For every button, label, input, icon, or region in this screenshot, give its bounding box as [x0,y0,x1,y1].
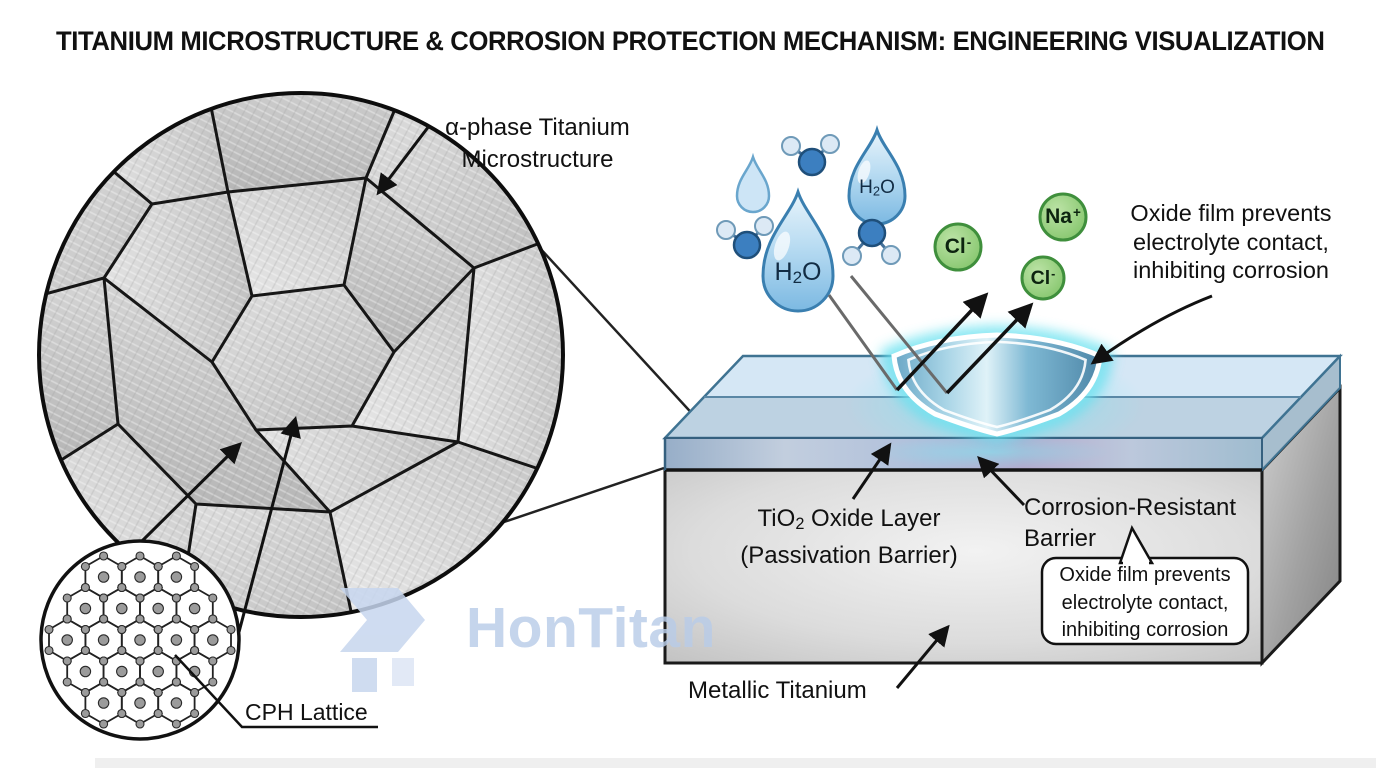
watermark-text: HonTitan [466,596,716,660]
lattice-to-grain-arrow-1 [139,442,242,544]
alpha-phase-arrow [376,125,431,196]
microstructure-circle [37,91,565,633]
barrier-arrow [977,455,1026,507]
chloride-ion-label-1: Cl- [944,235,972,259]
protection-shield [881,326,1113,444]
h2o-label-large: H2O [774,258,822,288]
water-droplet-small [735,152,771,214]
water-molecule-1 [781,134,840,177]
water-droplet-large [761,187,835,313]
cph-lattice-label: CPH Lattice [245,699,368,725]
sodium-ion-label: Na+ [1045,205,1081,229]
note-bubble [1040,524,1250,646]
metal-arrow [895,624,950,689]
deflection-arrow-2 [945,302,1034,395]
oxide-note-bubble-text: Oxide film prevents electrolyte contact,… [1059,564,1231,641]
metallic-titanium-label: Metallic Titanium [688,677,867,704]
corrosion-barrier-label: Corrosion-Resistant Barrier [1024,494,1237,552]
electrolyte-ions [933,192,1088,301]
chloride-ion-2 [1020,255,1066,301]
lattice-to-grain-arrow-2 [237,415,301,633]
annotation-arrows [827,275,1213,689]
microstructure-circle-outline [37,91,565,619]
bottom-strip [95,758,1376,768]
chloride-ion-label-2: Cl- [1030,267,1056,289]
water-molecule-3 [842,218,901,266]
oxide-layer-arrow [851,442,892,500]
alpha-phase-label: α-phase Titanium Microstructure [445,114,630,173]
h2o-label-medium: H2O [859,177,895,199]
electrolyte-droplets [716,125,907,313]
oxide-layer-label: TiO2 Oxide Layer (Passivation Barrier) [740,505,958,569]
chloride-ion-1 [933,222,983,272]
page-title: TITANIUM MICROSTRUCTURE & CORROSION PROT… [56,26,1325,56]
note-top-arrow [1090,294,1213,365]
sodium-ion [1038,192,1088,242]
deflection-arrow-1 [895,292,989,392]
water-molecule-2 [716,216,774,260]
grain-boundaries [39,93,549,617]
watermark-logo-icon [340,588,425,692]
cph-leader-line [174,654,378,729]
cph-lattice-circle [39,539,378,741]
oxide-note-top: Oxide film prevents electrolyte contact,… [1130,200,1332,283]
